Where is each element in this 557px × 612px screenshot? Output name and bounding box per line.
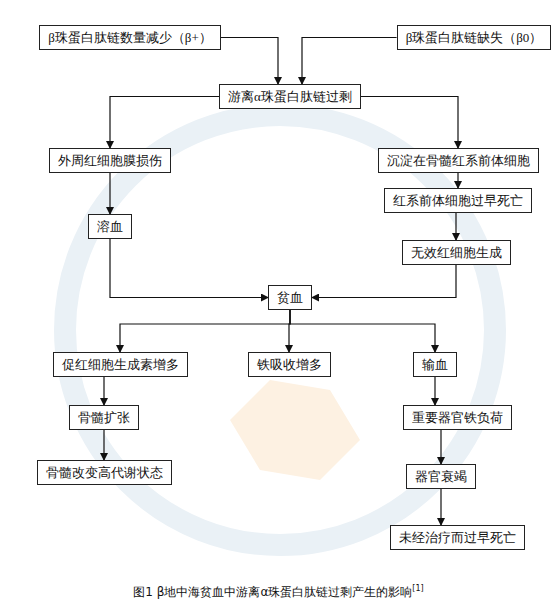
box-text: 重要器官铁负荷 (412, 410, 503, 425)
box-text: 促红细胞生成素增多 (62, 357, 179, 372)
box-text: β珠蛋白肽链缺失（β0） (406, 30, 543, 45)
box-text: 器官衰竭 (415, 469, 467, 484)
box-text: 骨髓扩张 (78, 410, 130, 425)
box-text: 游离α珠蛋白肽链过剩 (228, 89, 352, 104)
box-text: 输血 (422, 357, 448, 372)
outcome-box: 骨髓改变高代谢状态 (37, 460, 172, 485)
process-box: 促红细胞生成素增多 (53, 352, 188, 377)
center-box: 贫血 (268, 285, 312, 310)
watermark-map (230, 380, 360, 480)
box-text: β珠蛋白肽链数量减少（β+） (48, 30, 212, 45)
box-text: 溶血 (97, 219, 123, 234)
process-box: 外周红细胞膜损伤 (49, 148, 171, 173)
process-box: 无效红细胞生成 (402, 240, 511, 265)
arrow-connector (440, 430, 441, 464)
process-box: 重要器官铁负荷 (403, 405, 512, 430)
arrow-connector (110, 97, 219, 149)
box-text: 未经治疗而过早死亡 (399, 530, 516, 545)
box-text: 贫血 (277, 290, 303, 305)
process-box: 红系前体细胞过早死亡 (384, 188, 532, 213)
arrow-connector (455, 213, 456, 240)
process-box: 骨髓扩张 (69, 405, 139, 430)
arrow-connector (361, 97, 458, 149)
figure-caption: 图1 β地中海贫血中游离α珠蛋白肽链过剩产生的影响[1] (0, 584, 557, 601)
process-box: 输血 (413, 352, 457, 377)
arrow-connector (103, 377, 104, 405)
process-box: 溶血 (88, 214, 132, 239)
arrow-connector (120, 310, 290, 352)
outcome-box: 未经治疗而过早死亡 (390, 525, 525, 550)
arrow-connector (440, 489, 441, 525)
process-box: 游离α珠蛋白肽链过剩 (219, 84, 361, 109)
arrow-connector (290, 310, 435, 352)
arrow-connector (434, 377, 435, 405)
arrow-connector (221, 38, 278, 85)
arrow-connector (302, 38, 397, 85)
arrow-connector (109, 173, 110, 214)
box-text: 外周红细胞膜损伤 (58, 153, 162, 168)
caption-text: 图1 β地中海贫血中游离α珠蛋白肽链过剩产生的影响 (133, 585, 412, 599)
process-box: 沉淀在骨髓红系前体细胞 (378, 148, 539, 173)
box-text: 骨髓改变高代谢状态 (46, 465, 163, 480)
arrow-connector (457, 173, 458, 188)
box-text: 铁吸收增多 (257, 357, 322, 372)
box-text: 无效红细胞生成 (411, 245, 502, 260)
cause-box: β珠蛋白肽链缺失（β0） (397, 25, 552, 50)
arrow-connector (312, 265, 456, 298)
cause-box: β珠蛋白肽链数量减少（β+） (39, 25, 221, 50)
box-text: 红系前体细胞过早死亡 (393, 193, 523, 208)
process-box: 铁吸收增多 (248, 352, 331, 377)
reference-number: [1] (412, 584, 423, 593)
arrow-connector (103, 430, 104, 460)
box-text: 沉淀在骨髓红系前体细胞 (387, 153, 530, 168)
arrow-connector (110, 239, 268, 298)
process-box: 器官衰竭 (406, 464, 476, 489)
